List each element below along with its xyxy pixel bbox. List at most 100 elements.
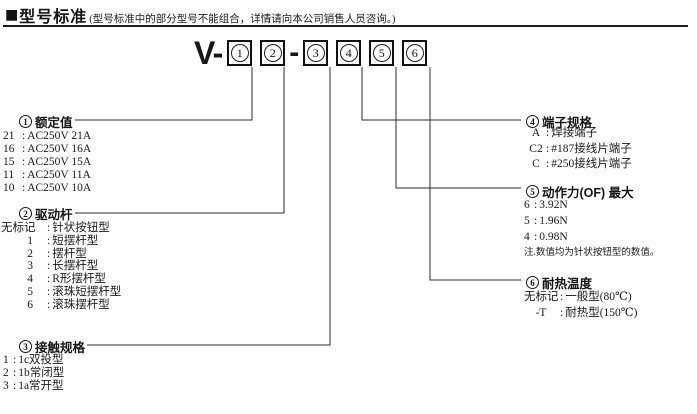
page-subtitle: (型号标准中的部分型号不能组合，详情请向本公司销售人员咨询。) (89, 14, 396, 25)
option-code: 3 (3, 380, 9, 392)
option-label: 摆杆型 (52, 247, 87, 260)
option-colon: : (47, 247, 51, 260)
option-colon: : (22, 130, 26, 142)
option-row: 5 : 1.96N (524, 213, 568, 229)
section-title: 动作力(OF) 最大 (542, 186, 634, 200)
option-code: 3 (27, 260, 33, 273)
option-colon: : (47, 222, 51, 234)
option-colon: : (13, 380, 17, 392)
connector-digit6 (429, 67, 521, 281)
option-label: #250接线片端子 (551, 158, 632, 170)
header-rule (3, 25, 688, 27)
section-terminal-spec-heading: 4 端子规格 (524, 112, 595, 131)
connector-digit2 (73, 67, 285, 214)
model-separator: - (289, 36, 300, 69)
option-colon: : (546, 127, 550, 139)
option-code: 6 (27, 298, 33, 311)
option-label: #187接线片端子 (551, 142, 632, 155)
section-operating-force-items: 6 : 3.92N 5 : 1.96N 4 : 0.98N (524, 197, 568, 245)
circled-digit: 4 (339, 44, 358, 62)
option-row: 3 : 1a常开型 (3, 380, 64, 393)
option-row: 15 : AC250V 15A (3, 156, 91, 169)
section-heat-resistance-heading: 6 耐热温度 (524, 273, 595, 292)
option-code: 4 (27, 273, 33, 286)
model-digit-box: 2 (260, 40, 286, 66)
option-colon: : (546, 142, 550, 155)
circled-5-icon: 5 (526, 185, 539, 198)
option-colon: : (560, 306, 564, 319)
section-title: 额定值 (35, 116, 73, 130)
option-code: C2 (529, 142, 543, 155)
section-title: 端子规格 (542, 116, 593, 130)
option-row: 11 : AC250V 11A (3, 169, 91, 182)
model-digit-box: 3 (303, 40, 329, 66)
option-code: 15 (3, 156, 15, 168)
section-drive-lever-heading: 2 驱动杆 (17, 204, 75, 223)
circled-4-icon: 4 (526, 115, 539, 128)
circled-2-icon: 2 (19, 207, 32, 220)
option-label: 0.98N (539, 231, 568, 243)
connector-digit5 (395, 67, 521, 189)
option-row: 6 : 3.92N (524, 197, 568, 213)
circled-digit: 6 (405, 44, 424, 62)
option-code: 5 (27, 285, 33, 298)
option-code: 6 (524, 199, 530, 211)
option-row: 2 : 1b常闭型 (3, 367, 64, 380)
model-digit-box: 6 (402, 40, 428, 66)
option-colon: : (47, 273, 51, 286)
option-code: 无标记 (524, 291, 559, 303)
square-bullet-icon: ■ (5, 7, 19, 23)
option-code: 5 (524, 215, 530, 227)
model-prefix: V- (194, 35, 223, 71)
option-colon: : (560, 291, 564, 303)
model-digit-box: 4 (336, 40, 362, 66)
option-colon: : (47, 298, 51, 311)
option-colon: : (22, 143, 26, 155)
option-code: 10 (3, 182, 15, 194)
header: ■ 型号标准 (型号标准中的部分型号不能组合，详情请向本公司销售人员咨询。) (5, 3, 396, 27)
option-label: 滚珠摆杆型 (52, 298, 110, 311)
circled-digit: 2 (263, 44, 282, 62)
option-row: 1 : 短摆杆型 (1, 235, 121, 248)
circled-6-icon: 6 (526, 276, 539, 289)
model-digit-group-2: 3 4 5 6 (303, 40, 428, 66)
section-contact-spec-items: 1 : 1c双投型 2 : 1b常闭型 3 : 1a常开型 (3, 354, 64, 393)
option-row: 16 : AC250V 16A (3, 143, 91, 156)
option-code: A (531, 127, 541, 139)
option-row: 2 : 摆杆型 (1, 248, 121, 261)
option-label: 3.92N (539, 199, 568, 211)
option-colon: : (22, 182, 26, 194)
option-code: 1 (3, 354, 9, 366)
option-label: AC250V 21A (27, 130, 92, 142)
option-colon: : (546, 158, 550, 170)
option-code: 无标记 (1, 222, 36, 234)
option-colon: : (47, 234, 51, 247)
section-title: 驱动杆 (35, 208, 73, 222)
option-row: 5 : 滚珠短摆杆型 (1, 286, 121, 299)
page-title: 型号标准 (19, 9, 88, 26)
model-digit-box: 1 (227, 40, 253, 66)
option-label: R形摆杆型 (52, 273, 106, 286)
option-label: AC250V 16A (27, 143, 92, 155)
circled-1-icon: 1 (19, 115, 32, 128)
option-label: 耐热型(150℃) (565, 306, 638, 319)
option-label: 一般型(80℃) (565, 291, 632, 303)
option-colon: : (534, 199, 538, 211)
option-code: 2 (27, 247, 33, 260)
option-label: 1b常闭型 (18, 367, 65, 379)
section-rated-value-items: 21 : AC250V 21A 16 : AC250V 16A 15 : AC2… (3, 130, 91, 195)
model-number: V- 1 2 - 3 4 5 6 (194, 35, 428, 71)
section-contact-spec-heading: 3 接触规格 (17, 337, 88, 356)
circled-3-icon: 3 (19, 340, 32, 353)
option-code: 16 (3, 143, 15, 155)
option-row: 10 : AC250V 10A (3, 182, 91, 195)
option-row: C2 : #187接线片端子 (528, 142, 632, 158)
option-row: 3 : 长摆杆型 (1, 260, 121, 273)
option-label: 短摆杆型 (52, 234, 99, 247)
option-code: 21 (3, 130, 15, 142)
option-label: 焊接端子 (551, 127, 598, 139)
section-heat-resistance-items: 无标记 : 一般型(80℃) -T : 耐热型(150℃) (524, 290, 637, 321)
option-row: 4 : 0.98N (524, 229, 568, 245)
option-colon: : (22, 156, 26, 168)
